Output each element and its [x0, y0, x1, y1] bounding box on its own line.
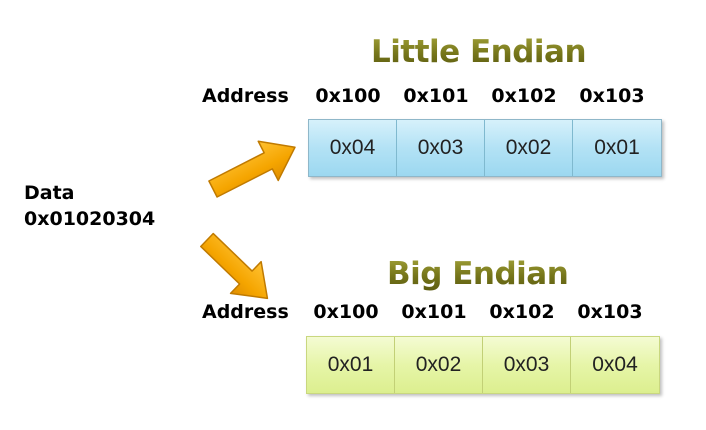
little-address-0: 0x100 — [315, 85, 381, 107]
big-byte-2: 0x03 — [483, 337, 571, 393]
little-address-2: 0x102 — [491, 85, 557, 107]
big-byte-3: 0x04 — [571, 337, 659, 393]
big-address-0: 0x100 — [313, 301, 379, 323]
big-endian-memory: 0x01 0x02 0x03 0x04 — [306, 336, 660, 394]
data-label-text: Data — [24, 182, 75, 204]
little-address-3: 0x103 — [579, 85, 645, 107]
little-byte-3: 0x01 — [573, 120, 661, 176]
big-byte-1: 0x02 — [395, 337, 483, 393]
little-endian-title: Little Endian — [371, 34, 587, 70]
little-byte-1: 0x03 — [397, 120, 485, 176]
big-address-2: 0x102 — [489, 301, 555, 323]
arrow-to-little-endian-icon — [208, 140, 296, 198]
big-address-label: Address — [202, 301, 289, 323]
little-byte-2: 0x02 — [485, 120, 573, 176]
big-address-1: 0x101 — [401, 301, 467, 323]
little-address-label: Address — [202, 85, 289, 107]
arrow-to-big-endian-icon — [199, 232, 269, 300]
data-value-text: 0x01020304 — [24, 208, 156, 230]
big-endian-title: Big Endian — [387, 256, 569, 292]
big-byte-0: 0x01 — [307, 337, 395, 393]
data-label: Data 0x01020304 — [24, 180, 155, 232]
little-endian-memory: 0x04 0x03 0x02 0x01 — [308, 119, 662, 177]
little-byte-0: 0x04 — [309, 120, 397, 176]
little-address-1: 0x101 — [403, 85, 469, 107]
big-address-3: 0x103 — [577, 301, 643, 323]
